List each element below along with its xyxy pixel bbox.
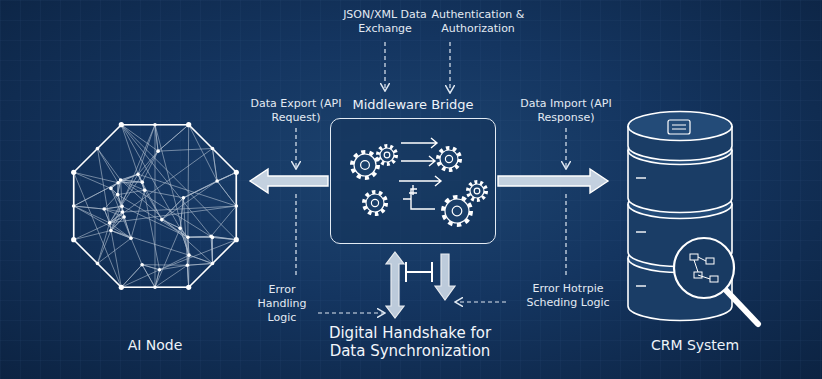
annotation-label: Data Export (API Request) [244,97,348,125]
data-flow-arrow [498,169,608,193]
node-title: AI Node [52,337,258,354]
annotation-label: Error Hotrpie Scheding Logic [512,282,624,310]
gear-illustration [331,125,493,247]
arrow-shape [498,169,608,193]
node-title: CRM System [600,337,790,354]
crm-node: CRM System [610,108,780,360]
annotation-label: Authentication & Authorization [422,8,534,36]
annotation-label: Error Handling Logic [251,283,313,325]
middleware-box: Middleware Bridge [330,118,496,244]
network-illustration [62,108,248,328]
arrow-shape [250,169,328,193]
annotation-label: JSON/XML Data Exchange [329,8,441,36]
annotation-label: Data Import (API Response) [512,97,620,125]
database-illustration [610,108,780,328]
ai-node: AI Node [62,108,248,360]
diagram-caption-label: Digital Handshake for Data Synchronizati… [310,324,510,360]
data-flow-arrow [250,169,328,193]
